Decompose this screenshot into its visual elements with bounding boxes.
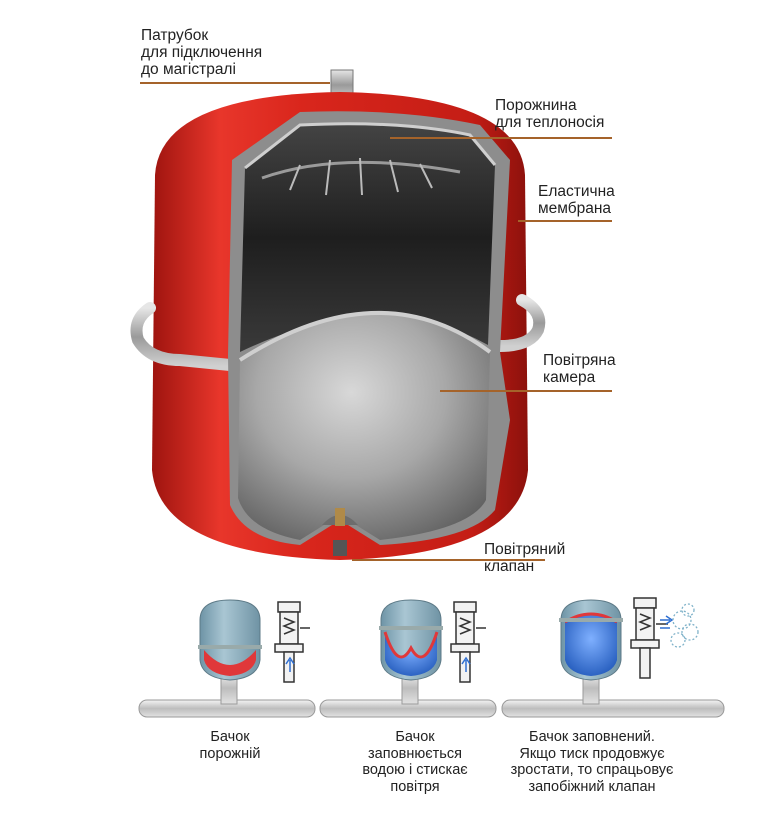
- label-line: мембрана: [538, 200, 612, 217]
- label-line: Патрубок: [141, 27, 209, 44]
- caption-line: водою і стискає: [362, 762, 468, 778]
- steam-cloud-icon: [670, 603, 699, 648]
- caption-line: порожній: [199, 745, 261, 762]
- stage-empty-illustration: [198, 599, 310, 705]
- valve-icon: [450, 601, 486, 683]
- label-line: для теплоносія: [495, 114, 605, 131]
- label-air-valve: Повітряний клапан: [484, 541, 565, 575]
- caption-stage-empty: Бачок порожній: [160, 729, 300, 762]
- valve-icon: [630, 597, 668, 679]
- caption-line: запобіжний клапан: [528, 778, 656, 795]
- caption-line: заповнюється: [368, 745, 462, 762]
- label-line: Еластична: [538, 183, 615, 200]
- label-line: Порожнина: [495, 97, 577, 114]
- main-tank: [130, 69, 546, 560]
- label-heat-carrier-cavity: Порожнина для теплоносія: [495, 97, 604, 131]
- label-line: Повітряна: [543, 352, 616, 369]
- label-air-chamber: Повітряна камера: [543, 352, 616, 386]
- stage-full-illustration: [559, 597, 699, 705]
- caption-line: Бачок: [395, 729, 435, 745]
- stage-filling-illustration: [379, 599, 486, 705]
- valve-icon: [274, 601, 310, 683]
- caption-line: повітря: [390, 778, 440, 795]
- caption-stage-full: Бачок заповнений. Якщо тиск продовжує зр…: [492, 729, 692, 795]
- label-line: клапан: [484, 558, 535, 575]
- label-line: до магістралі: [141, 61, 236, 78]
- caption-line: Бачок: [210, 729, 250, 745]
- label-line: камера: [543, 369, 596, 386]
- caption-stage-filling: Бачок заповнюється водою і стискає повіт…: [325, 729, 505, 795]
- caption-line: Якщо тиск продовжує: [519, 745, 665, 762]
- caption-line: Бачок заповнений.: [529, 729, 655, 745]
- label-elastic-membrane: Еластична мембрана: [538, 183, 615, 217]
- leader-lines: [140, 82, 612, 561]
- label-line: Повітряний: [484, 541, 566, 558]
- label-connection-pipe: Патрубок для підключення до магістралі: [141, 27, 262, 78]
- caption-line: зростати, то спрацьовує: [510, 762, 674, 778]
- label-line: для підключення: [141, 44, 263, 61]
